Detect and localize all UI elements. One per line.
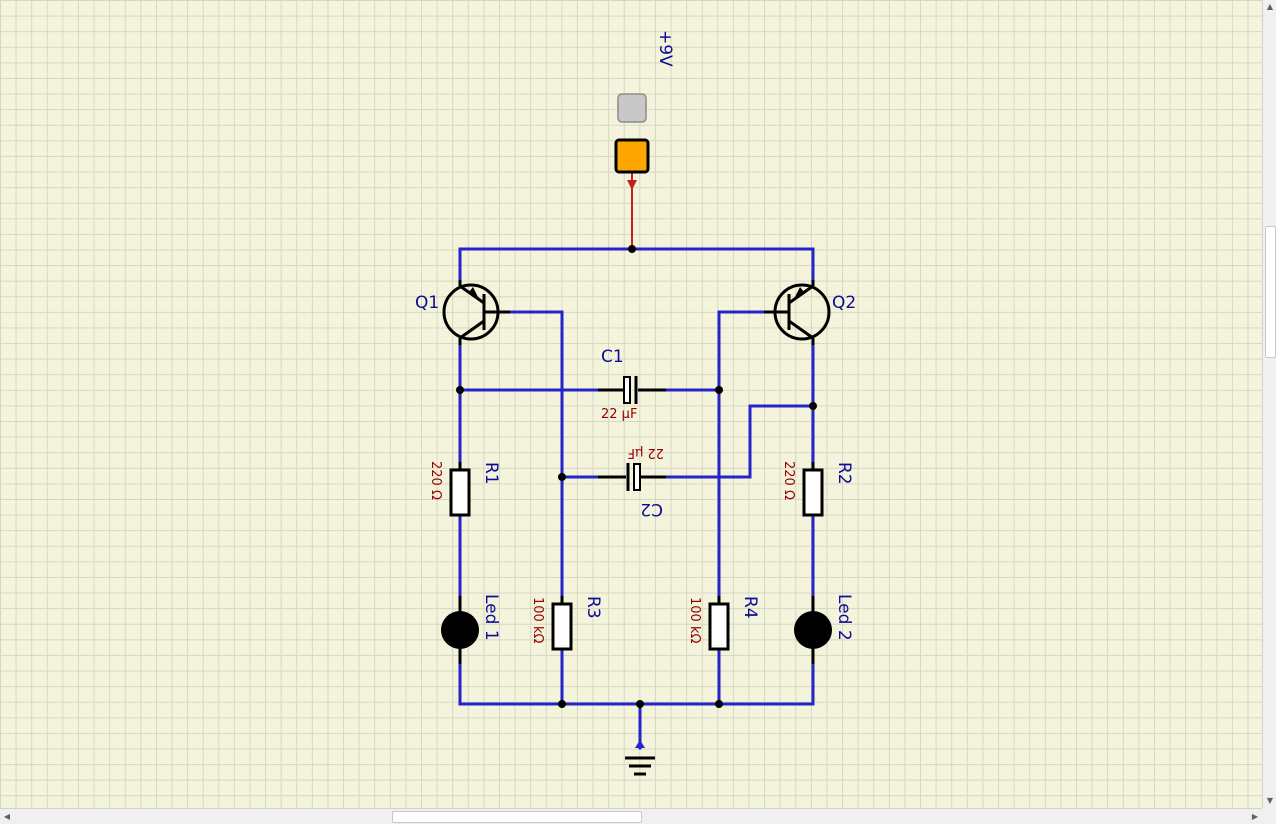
led-body (794, 611, 832, 649)
resistor-r4[interactable]: R4 100 kΩ (687, 596, 760, 651)
capacitor-c1[interactable]: C1 22 µF (598, 347, 666, 422)
led-1[interactable]: Led 1 (441, 594, 501, 664)
supply-switch[interactable] (617, 93, 647, 123)
capacitor-plate (623, 376, 631, 404)
led-2[interactable]: Led 2 (794, 594, 854, 664)
junction-dot (809, 402, 817, 410)
wires (458, 172, 815, 750)
junction-dot (628, 245, 636, 253)
scroll-down-icon[interactable]: ▼ (1266, 796, 1274, 805)
resistor-value: 100 kΩ (687, 597, 702, 643)
supply-source[interactable]: +9V (614, 30, 675, 190)
junctions (456, 245, 817, 708)
junction-dot (558, 473, 566, 481)
resistor-label: R1 (481, 462, 501, 485)
junction-dot (558, 700, 566, 708)
junction-dot (715, 386, 723, 394)
junction-dot (636, 700, 644, 708)
circuit-diagram: +9V Q1 Q2 (415, 30, 856, 776)
resistor-value: 220 Ω (428, 461, 443, 500)
scroll-left-icon[interactable]: ◀ (3, 812, 11, 821)
transistor-label: Q1 (415, 293, 439, 313)
horizontal-scroll-thumb[interactable] (392, 811, 642, 823)
schematic-canvas[interactable]: +9V Q1 Q2 (0, 0, 1262, 808)
resistor-r3[interactable]: R3 100 kΩ (530, 596, 603, 651)
supply-arrow-icon (627, 180, 637, 190)
resistor-label: R2 (834, 462, 854, 485)
emitter-arrow-icon (469, 287, 480, 301)
junction-dot (456, 386, 464, 394)
resistor-r1[interactable]: R1 220 Ω (428, 461, 501, 517)
emitter-arrow-icon (793, 287, 804, 301)
wire-top-rail[interactable] (458, 247, 815, 282)
capacitor-value: 22 µF (601, 407, 637, 422)
horizontal-scrollbar[interactable]: ◀ ▶ (0, 808, 1262, 824)
transistor-q2[interactable]: Q2 (764, 280, 856, 345)
scroll-right-icon[interactable]: ▶ (1251, 812, 1259, 821)
transistor-q1[interactable]: Q1 (415, 280, 510, 345)
supply-pin[interactable] (614, 138, 650, 174)
wire-q1-base[interactable] (508, 310, 564, 602)
resistor-r2[interactable]: R2 220 Ω (781, 461, 854, 517)
vertical-scroll-thumb[interactable] (1265, 226, 1276, 358)
resistor-label: R3 (583, 596, 603, 619)
ground-arrow-icon (635, 740, 645, 748)
capacitor-value: 22 µF (628, 445, 664, 460)
led-body (441, 611, 479, 649)
ground-symbol[interactable] (625, 740, 655, 776)
led-label: Led 1 (481, 594, 501, 641)
resistor-value: 220 Ω (781, 461, 796, 500)
capacitor-label: C2 (640, 499, 663, 519)
wire-led1-ground[interactable] (458, 662, 815, 706)
resistor-label: R4 (740, 596, 760, 619)
resistor-value: 100 kΩ (530, 597, 545, 643)
capacitor-c2[interactable]: C2 22 µF (598, 445, 666, 519)
wire-c2-right[interactable] (664, 404, 815, 479)
transistor-label: Q2 (832, 293, 856, 313)
capacitor-plate (633, 463, 641, 491)
wire-q2-base[interactable] (717, 310, 766, 602)
scroll-up-icon[interactable]: ▲ (1266, 2, 1274, 11)
junction-dot (715, 700, 723, 708)
supply-label: +9V (655, 30, 675, 67)
capacitor-label: C1 (601, 347, 624, 367)
vertical-scrollbar[interactable]: ▲ ▼ (1262, 0, 1276, 808)
led-label: Led 2 (834, 594, 854, 641)
scrollbar-corner (1262, 808, 1276, 824)
